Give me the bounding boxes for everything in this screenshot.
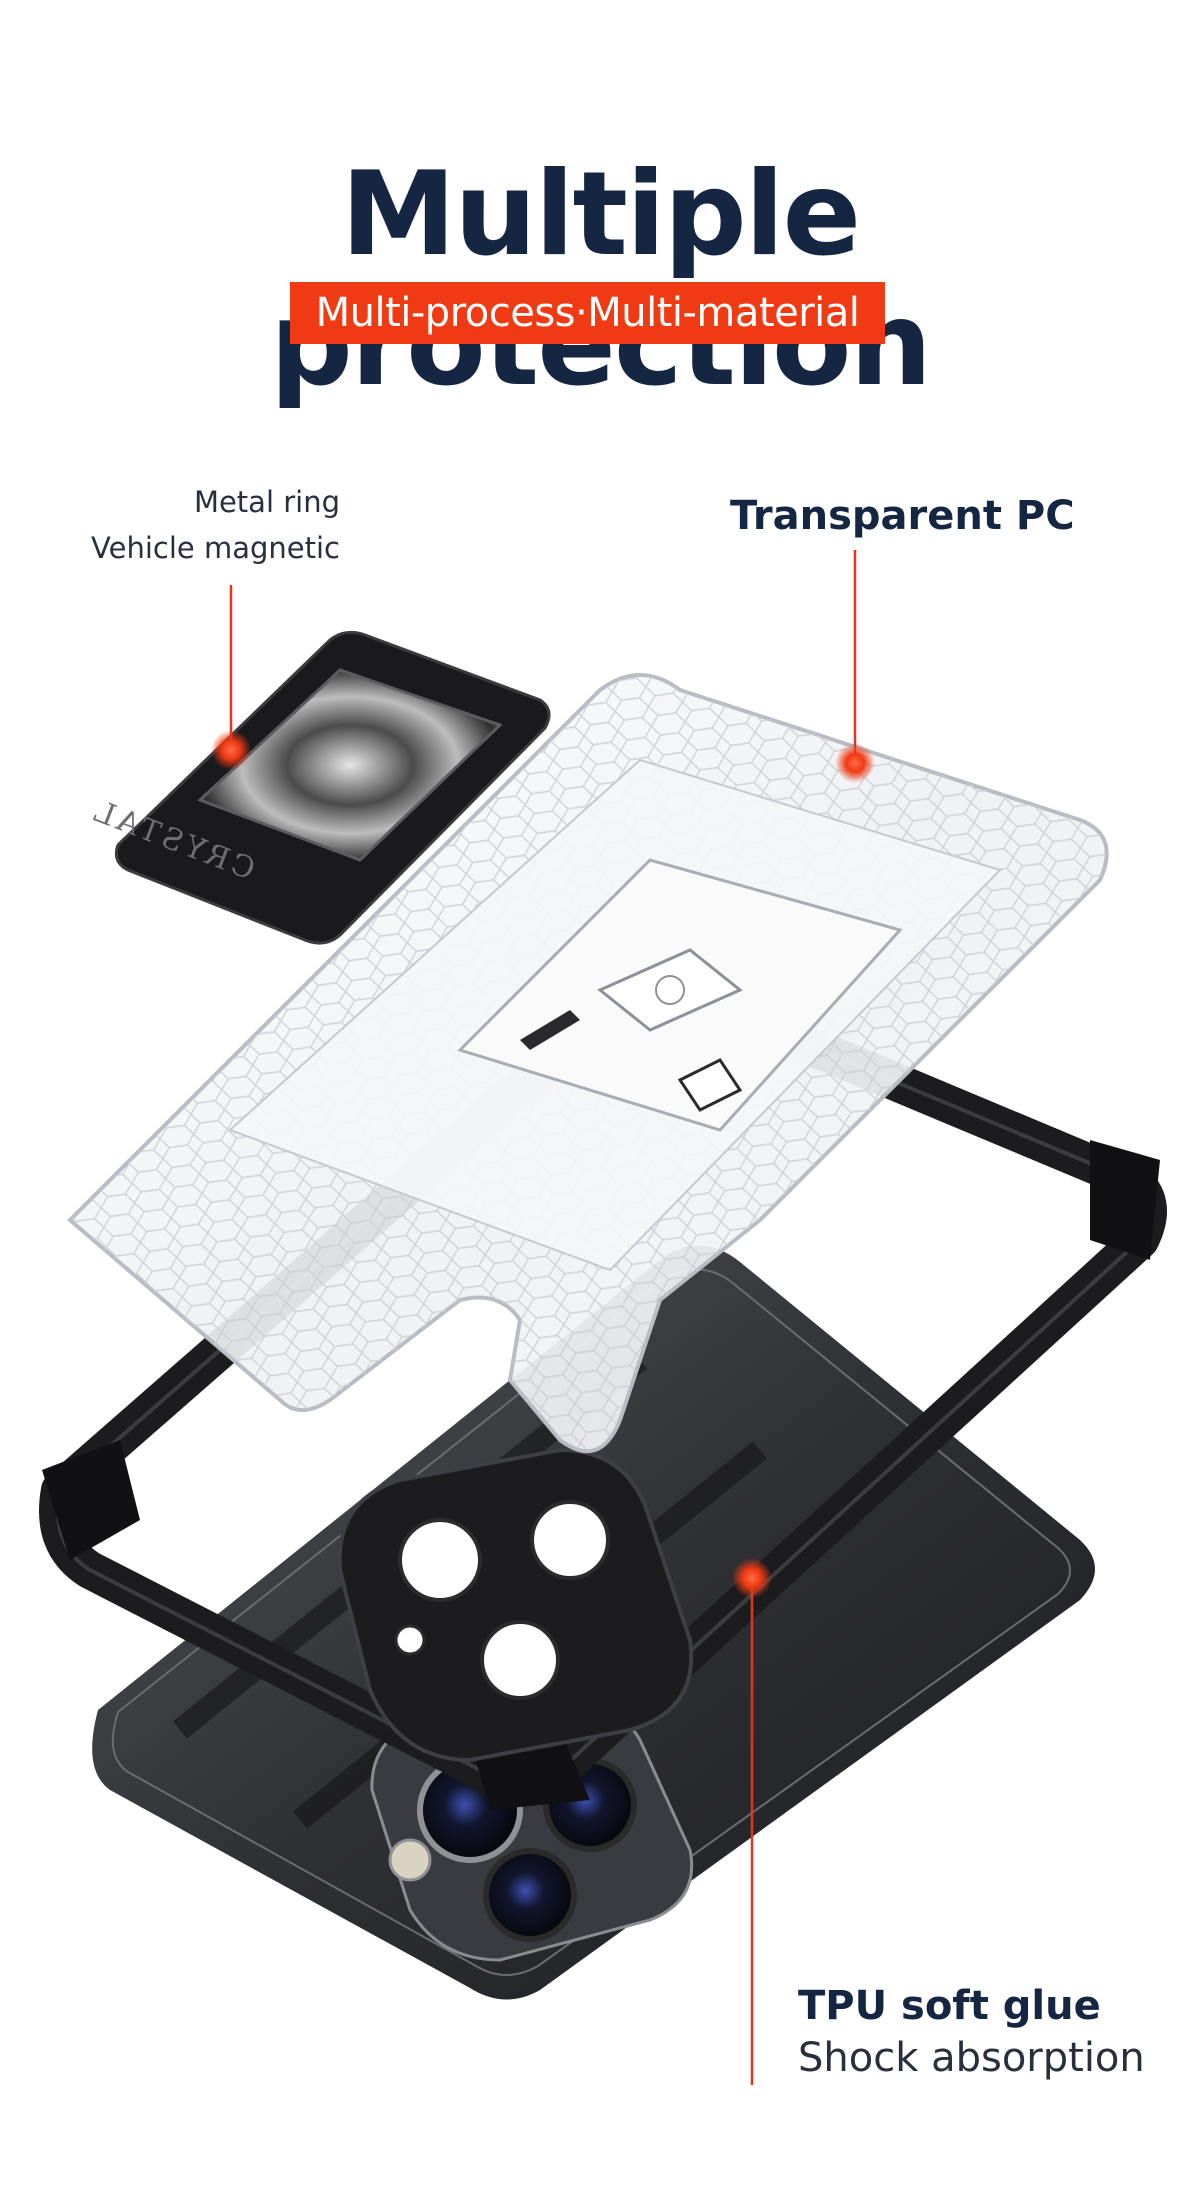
callout-dot-pc bbox=[835, 743, 875, 783]
callout-lines bbox=[229, 550, 857, 2085]
subtitle-badge: Multi-process·Multi-material bbox=[290, 282, 885, 344]
callout-dots bbox=[211, 730, 875, 1598]
callout-ring-line1: Metal ring bbox=[193, 485, 340, 519]
transparent-pc-backplate bbox=[67, 673, 1109, 1454]
callout-dot-tpu bbox=[732, 1558, 772, 1598]
metal-ring-holder: CRYSTAL bbox=[86, 630, 551, 945]
callout-dot-ring bbox=[211, 730, 251, 770]
callout-ring-line2: Vehicle magnetic bbox=[91, 531, 340, 565]
callout-pc-label: Transparent PC bbox=[730, 493, 1075, 539]
callout-tpu-line1: TPU soft glue bbox=[798, 1983, 1101, 2029]
bumper-camera-cover bbox=[337, 1447, 694, 1763]
callout-tpu-line2: Shock absorption bbox=[798, 2035, 1145, 2081]
